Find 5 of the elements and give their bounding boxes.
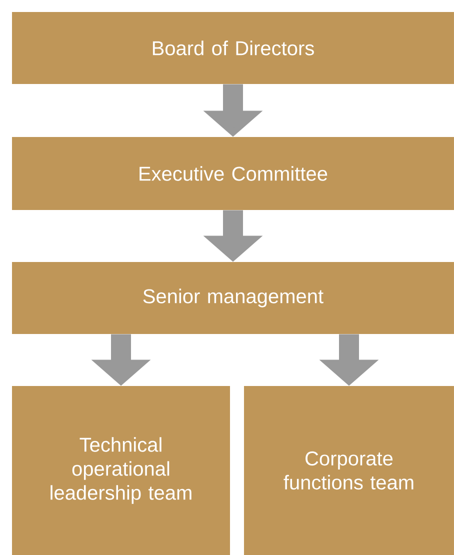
process-box: Senior management [12,262,454,334]
process-box: Technical operational leadership team [12,386,230,555]
process-box: Executive Committee [12,137,454,210]
process-box: Board of Directors [12,12,454,84]
process-box: Corporate functions team [244,386,454,555]
